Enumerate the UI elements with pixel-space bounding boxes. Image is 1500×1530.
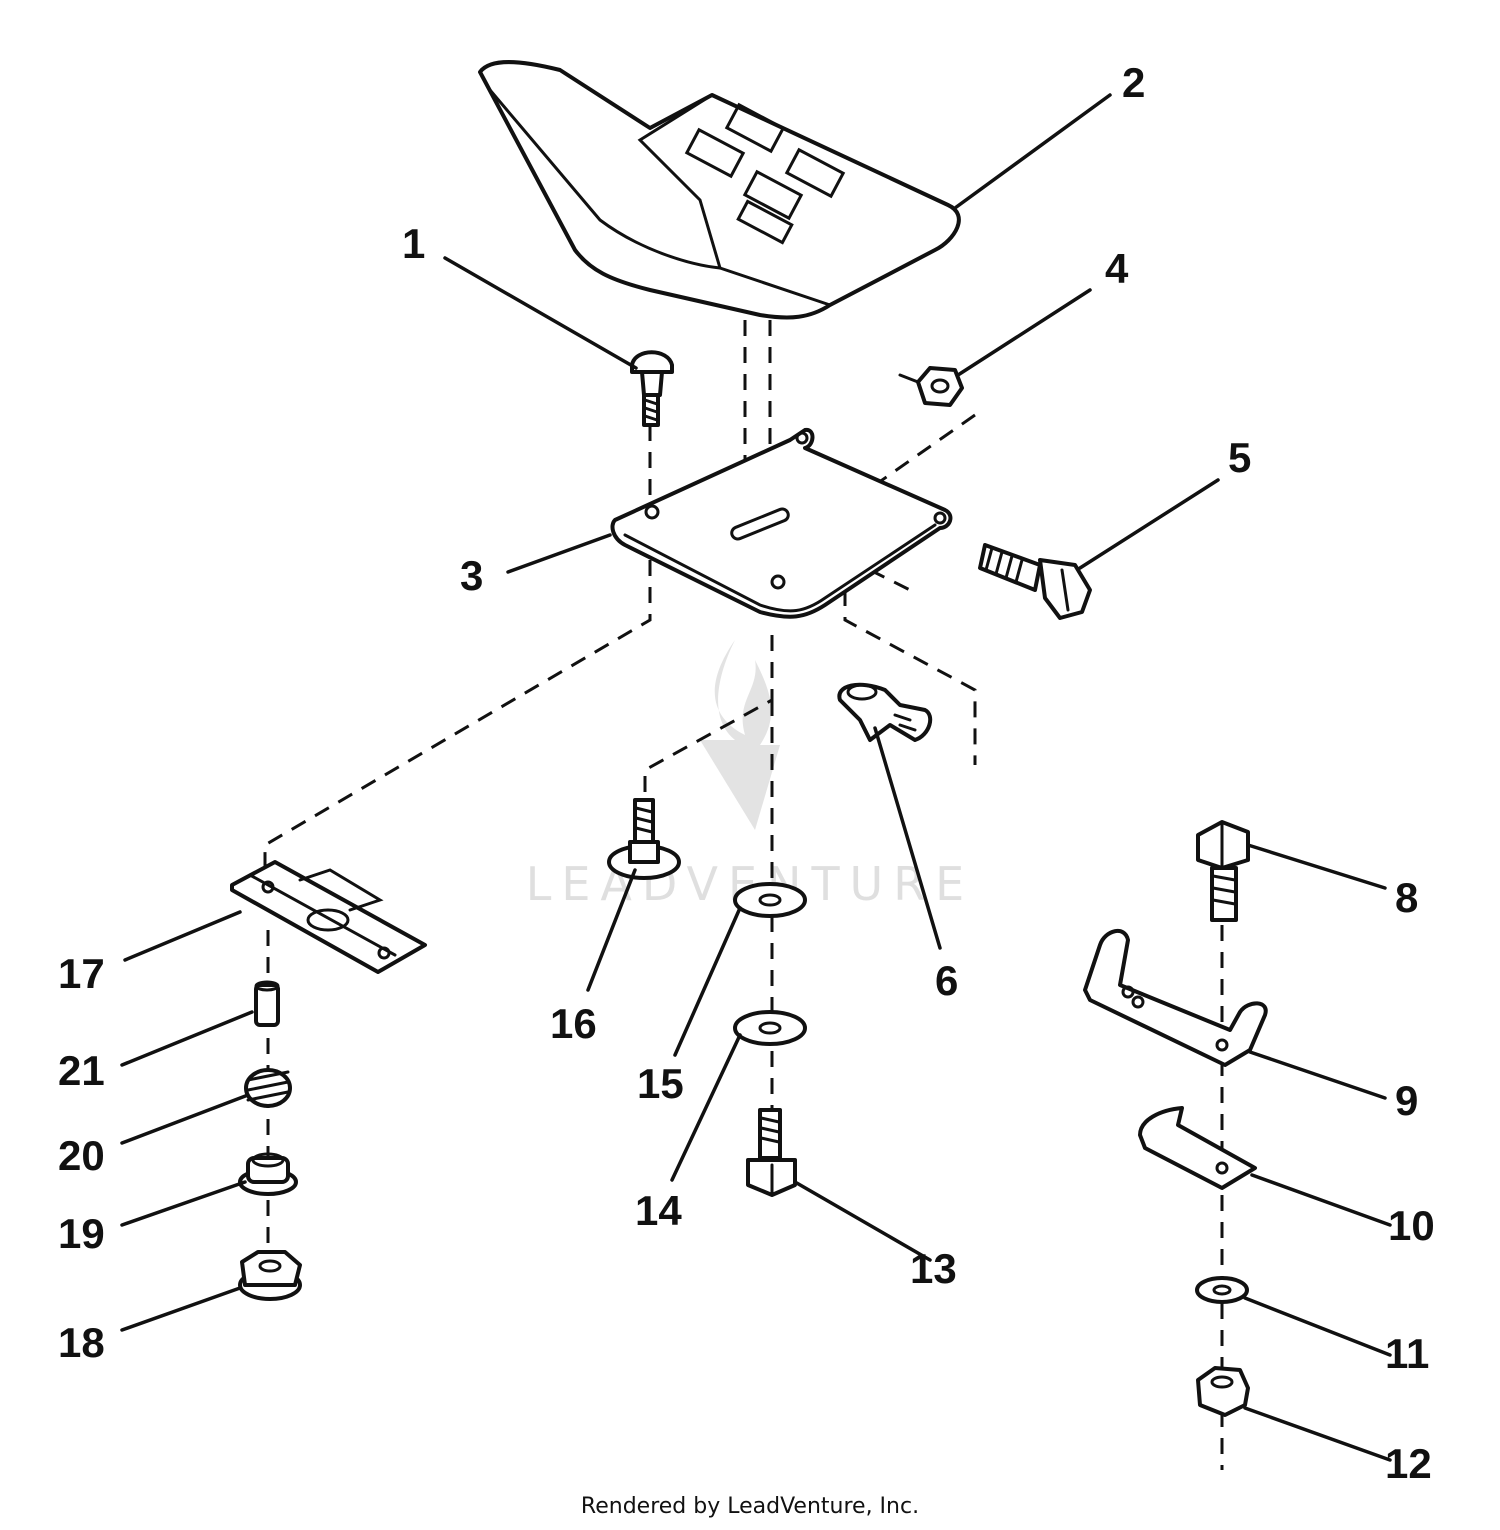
callout-21: 21 bbox=[58, 1047, 105, 1094]
watermark: LEADVENTURE bbox=[526, 640, 964, 911]
bushing bbox=[238, 1152, 298, 1196]
callout-16: 16 bbox=[550, 1000, 597, 1047]
callout-19: 19 bbox=[58, 1210, 105, 1257]
callout-3: 3 bbox=[460, 552, 483, 599]
callout-4: 4 bbox=[1105, 245, 1129, 292]
washer-right bbox=[1195, 1276, 1249, 1304]
hex-cap-screw bbox=[746, 1108, 797, 1197]
callout-6: 6 bbox=[935, 957, 958, 1004]
carriage-bolt bbox=[630, 350, 674, 427]
callout-5: 5 bbox=[1228, 434, 1251, 481]
washer-large bbox=[733, 882, 807, 918]
callout-labels: 1 2 3 4 5 6 8 9 10 11 12 13 14 15 16 17 … bbox=[58, 59, 1435, 1487]
footer-credit: Rendered by LeadVenture, Inc. bbox=[580, 1494, 920, 1519]
callout-20: 20 bbox=[58, 1132, 105, 1179]
shoulder-bolt bbox=[607, 798, 681, 880]
callout-15: 15 bbox=[637, 1060, 684, 1107]
callout-14: 14 bbox=[635, 1187, 682, 1234]
callout-17: 17 bbox=[58, 950, 105, 997]
callout-1: 1 bbox=[402, 220, 425, 267]
hex-nut bbox=[898, 366, 964, 407]
watermark-logo-icon bbox=[700, 640, 780, 830]
bracket bbox=[1083, 929, 1268, 1067]
adjustment-plate bbox=[230, 860, 427, 974]
callout-13: 13 bbox=[910, 1245, 957, 1292]
lock-nut bbox=[1196, 1366, 1250, 1417]
hex-bolt-right bbox=[1196, 820, 1250, 922]
leader-lines bbox=[120, 93, 1392, 1462]
callout-8: 8 bbox=[1395, 874, 1418, 921]
spring bbox=[244, 1068, 292, 1108]
callout-11: 11 bbox=[1385, 1330, 1429, 1377]
callout-10: 10 bbox=[1388, 1202, 1435, 1249]
callout-9: 9 bbox=[1395, 1077, 1418, 1124]
washer-small bbox=[733, 1010, 807, 1046]
flange-nut bbox=[238, 1250, 302, 1301]
pin bbox=[254, 980, 280, 1027]
seat-plate bbox=[610, 427, 953, 619]
clip-plate bbox=[1138, 1106, 1257, 1190]
seat bbox=[478, 60, 961, 320]
callout-12: 12 bbox=[1385, 1440, 1432, 1487]
seat-clip bbox=[837, 682, 933, 742]
callout-2: 2 bbox=[1122, 59, 1145, 106]
callout-18: 18 bbox=[58, 1319, 105, 1366]
hex-bolt bbox=[978, 543, 1092, 620]
